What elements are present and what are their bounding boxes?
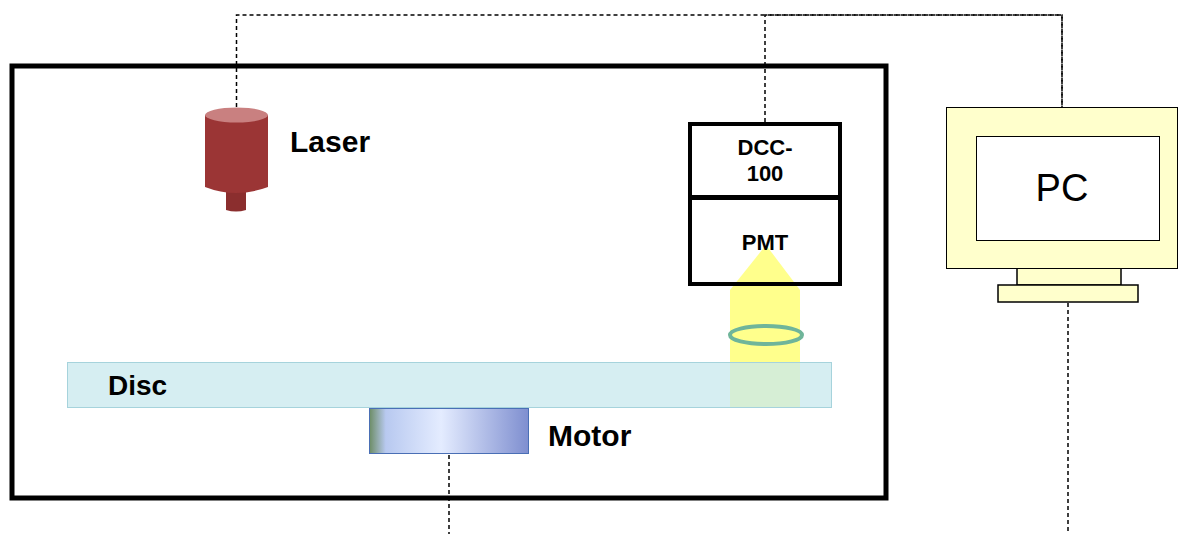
monitor-neck: [1017, 268, 1121, 285]
controller-box: DCC- 100: [688, 122, 842, 199]
node-label: Disc: [108, 370, 167, 402]
node-label: PMT: [692, 230, 838, 255]
node-label: DCC- 100: [725, 135, 805, 186]
node-label: PC: [947, 167, 1177, 211]
signal-cable: [765, 15, 1062, 122]
lens: [730, 326, 802, 344]
motor-block: Motor: [369, 408, 529, 454]
pmt-box: PMT: [688, 196, 842, 286]
node-label: Motor: [548, 419, 631, 454]
laser-shape: [205, 107, 268, 212]
enclosure: [12, 66, 886, 498]
monitor-base: [998, 285, 1138, 302]
node-label: Laser: [290, 125, 370, 160]
signal-cable: [237, 15, 1063, 107]
pc-wire: [1067, 303, 1069, 534]
disc-band: Disc: [67, 362, 832, 408]
laser-cylinder: Laser: [205, 107, 268, 212]
pc-monitor: PC: [946, 107, 1178, 269]
motor-wire: [448, 455, 450, 534]
